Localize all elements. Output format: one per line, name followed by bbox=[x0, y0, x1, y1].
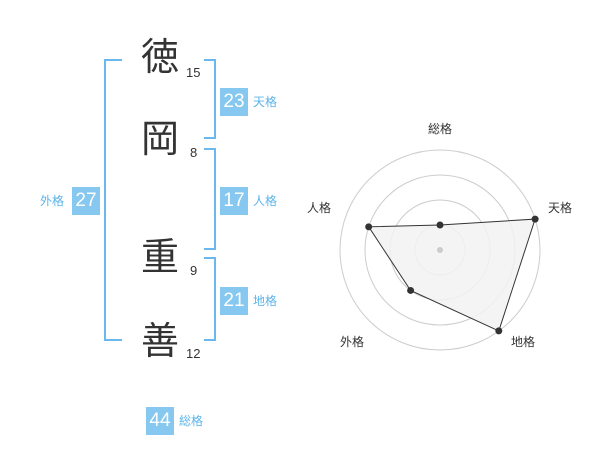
chikaku-value: 21 bbox=[220, 287, 248, 315]
jinkaku-bracket-bottom bbox=[204, 248, 216, 250]
axis-label-soukaku: 総格 bbox=[428, 122, 453, 136]
chikaku-bracket-top bbox=[204, 257, 216, 259]
axis-label-jinkaku: 人格 bbox=[307, 201, 332, 215]
tenkaku-bracket-bottom bbox=[204, 137, 216, 139]
name-char-2: 岡 bbox=[141, 117, 180, 161]
stroke-count-4: 12 bbox=[186, 346, 201, 361]
tenkaku-bracket-top bbox=[204, 59, 216, 61]
soukaku-value: 44 bbox=[146, 407, 174, 435]
jinkaku-bracket-top bbox=[204, 148, 216, 150]
radar-center-dot bbox=[437, 247, 443, 253]
tenkaku-bracket-vertical bbox=[214, 59, 216, 139]
name-char-4: 善 bbox=[141, 319, 180, 363]
gaikaku-bracket-top bbox=[104, 59, 122, 61]
chikaku-bracket-bottom bbox=[204, 339, 216, 341]
jinkaku-bracket-vertical bbox=[214, 148, 216, 250]
gaikaku-bracket-bottom bbox=[104, 339, 122, 341]
soukaku-label: 総格 bbox=[179, 414, 204, 428]
jinkaku-value: 17 bbox=[220, 187, 248, 215]
radar-point-4 bbox=[407, 286, 415, 294]
axis-label-gaikaku: 外格 bbox=[340, 335, 365, 349]
stroke-count-2: 8 bbox=[190, 145, 198, 160]
gaikaku-label: 外格 bbox=[40, 194, 65, 208]
tenkaku-value: 23 bbox=[220, 88, 248, 116]
radar-point-3 bbox=[495, 327, 503, 335]
radar-ring bbox=[339, 149, 541, 351]
axis-label-chikaku: 地格 bbox=[511, 335, 536, 349]
radar-polygon bbox=[367, 218, 536, 332]
radar-point-5 bbox=[365, 223, 373, 231]
axis-label-tenkaku: 天格 bbox=[548, 201, 573, 215]
stroke-count-1: 15 bbox=[186, 65, 201, 80]
gaikaku-bracket-vertical bbox=[104, 59, 106, 341]
gaikaku-value: 27 bbox=[72, 187, 100, 215]
tenkaku-label: 天格 bbox=[253, 95, 278, 109]
name-char-3: 重 bbox=[141, 235, 180, 279]
name-char-1: 徳 bbox=[141, 35, 180, 79]
jinkaku-label: 人格 bbox=[253, 194, 278, 208]
radar-point-1 bbox=[436, 221, 444, 229]
chikaku-bracket-vertical bbox=[214, 257, 216, 341]
stroke-count-3: 9 bbox=[190, 263, 198, 278]
chikaku-label: 地格 bbox=[253, 294, 278, 308]
radar-point-2 bbox=[531, 215, 539, 223]
